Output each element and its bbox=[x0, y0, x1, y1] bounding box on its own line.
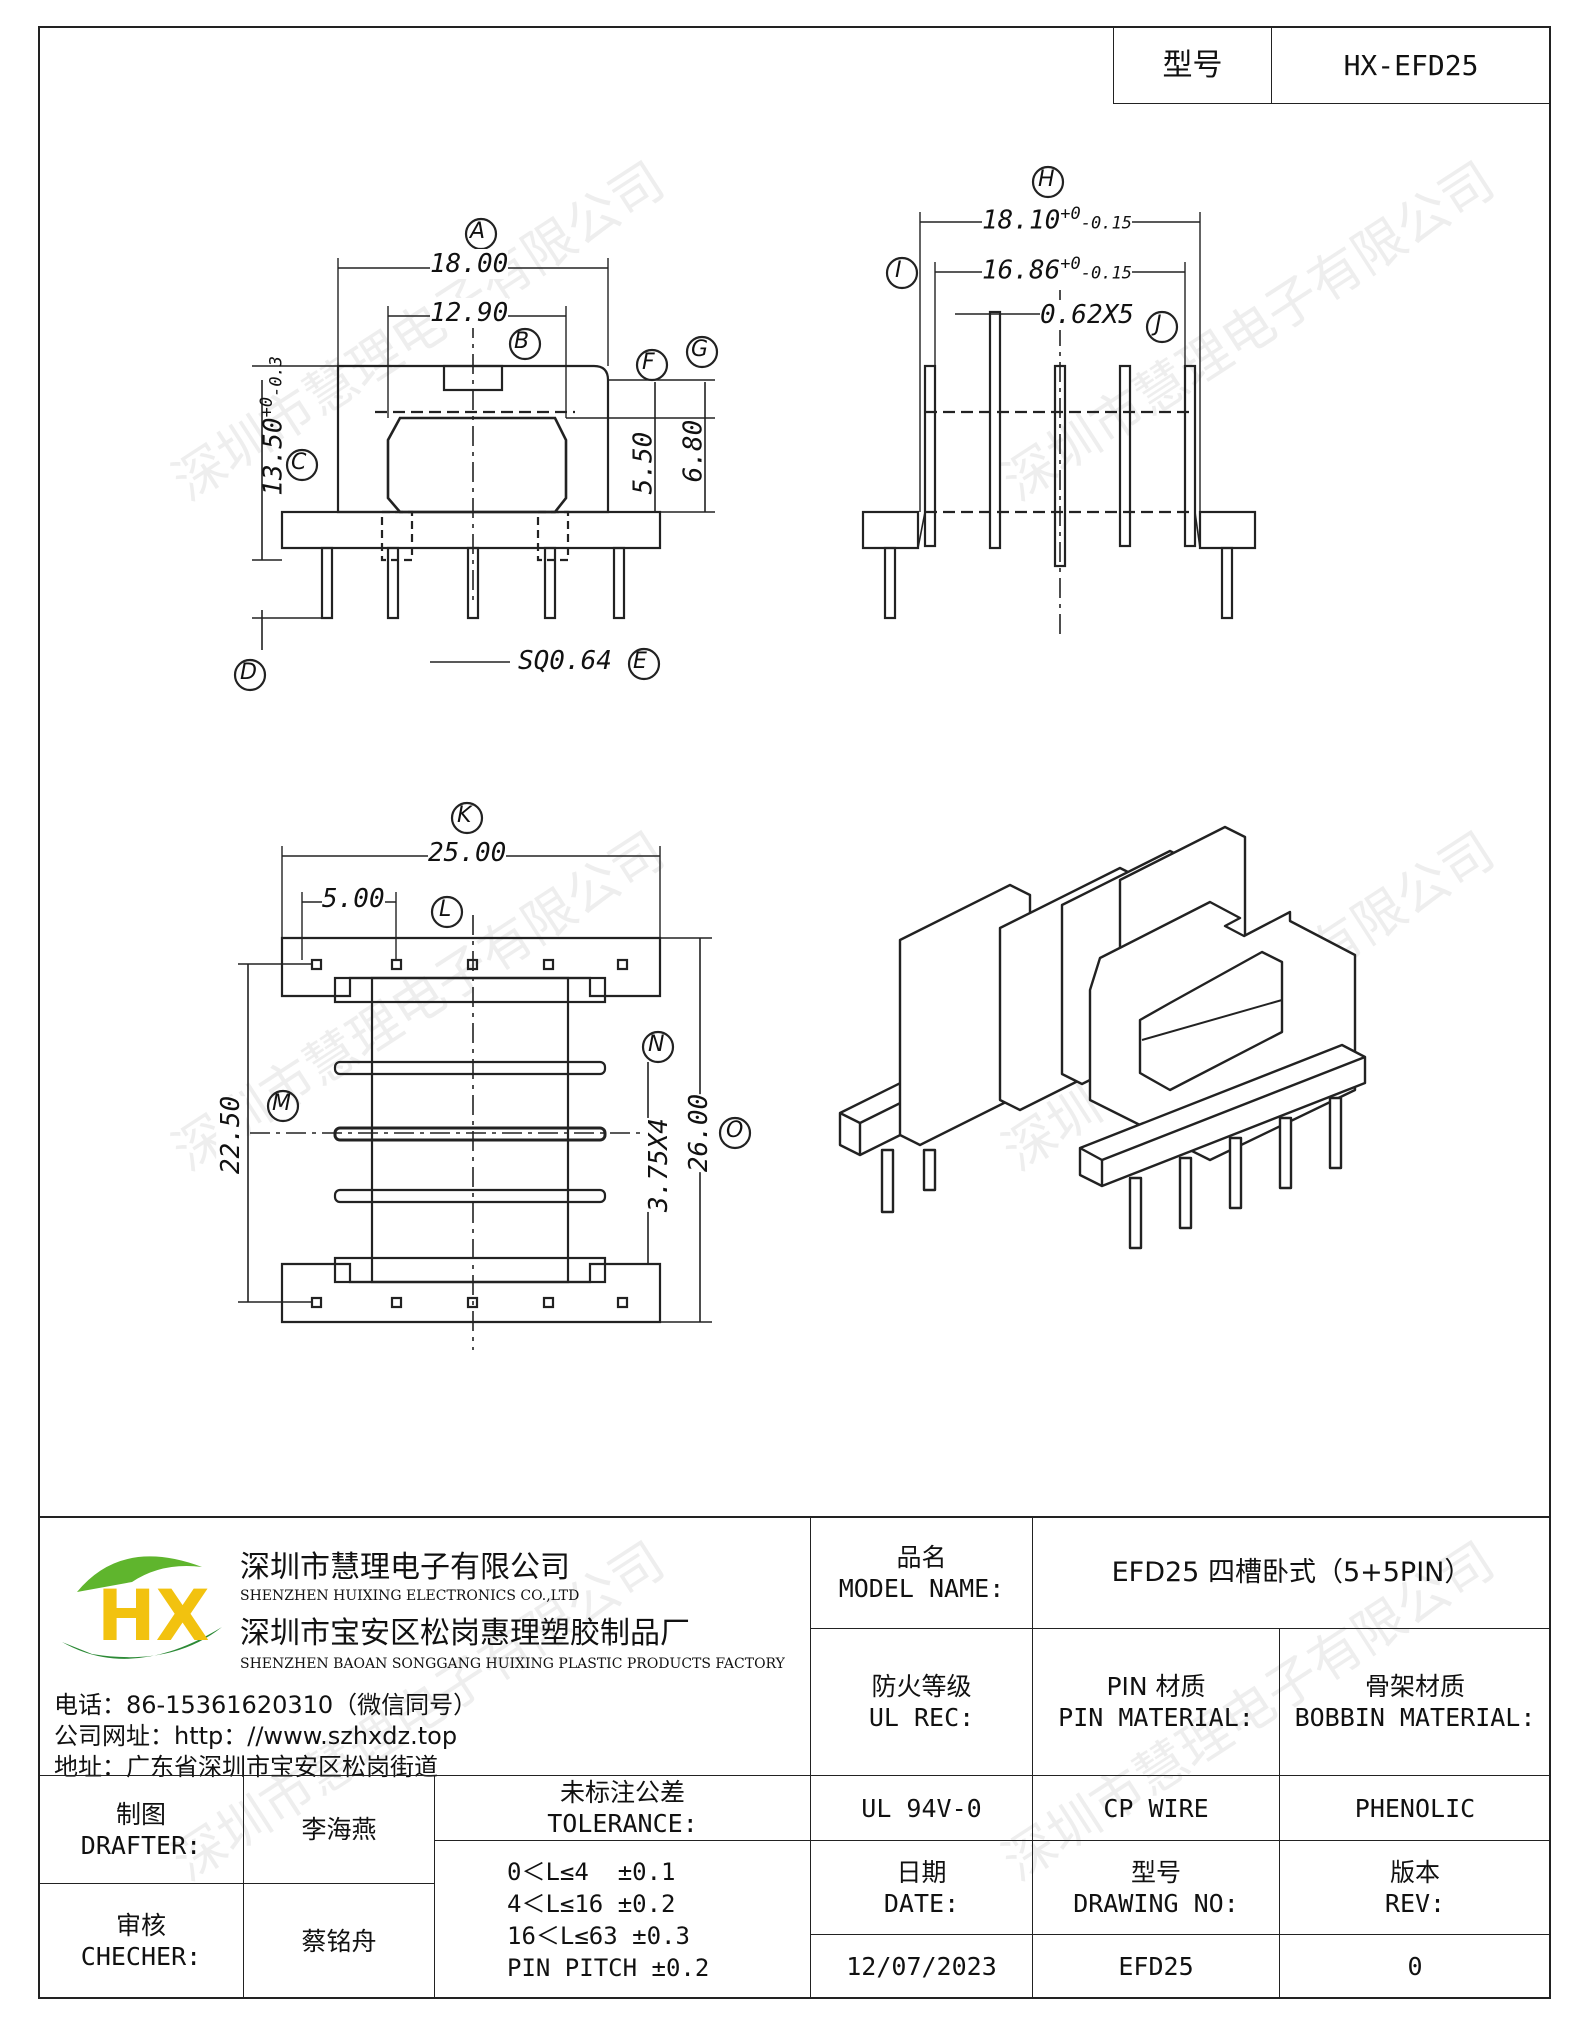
tolerance-label-cell: 未标注公差 TOLERANCE: bbox=[434, 1775, 811, 1841]
pin-label-cell: PIN 材质 PIN MATERIAL: bbox=[1032, 1628, 1280, 1776]
dim-k-value: 25.00 bbox=[428, 838, 507, 868]
bobbin-value: PHENOLIC bbox=[1354, 1793, 1476, 1823]
date-cn: 日期 bbox=[896, 1857, 947, 1887]
drafter-label-cell: 制图 DRAFTER: bbox=[38, 1775, 244, 1884]
model-value: HX-EFD25 bbox=[1343, 48, 1479, 82]
model-name-value: EFD25 四槽卧式（5+5PIN） bbox=[1111, 1557, 1472, 1588]
dim-b-value: 12.90 bbox=[430, 298, 509, 328]
dim-i-tol-minus: -0.15 bbox=[1080, 263, 1132, 284]
tolerance-line: PIN PITCH ±0.2 bbox=[507, 1953, 710, 1982]
dim-h-tol-plus: +0 bbox=[1060, 204, 1081, 224]
date-en: DATE: bbox=[883, 1888, 960, 1918]
rev-value: 0 bbox=[1407, 1952, 1423, 1981]
ul-value: UL 94V-0 bbox=[861, 1793, 982, 1823]
drafter-value-cell: 李海燕 bbox=[243, 1775, 435, 1884]
bobbin-label-cell: 骨架材质 BOBBIN MATERIAL: bbox=[1279, 1628, 1551, 1776]
bobbin-cn: 骨架材质 bbox=[1364, 1672, 1465, 1701]
title-block-top-rule bbox=[38, 1516, 1551, 1518]
drawing-no-label-cell: 型号 DRAWING NO: bbox=[1032, 1840, 1280, 1935]
checker-en: CHECHER: bbox=[80, 1942, 202, 1971]
drafter-en: DRAFTER: bbox=[80, 1830, 202, 1860]
tolerance-line: 0＜L≤4 ±0.1 bbox=[507, 1857, 676, 1886]
rev-label-cell: 版本 REV: bbox=[1279, 1840, 1551, 1935]
label-m: M bbox=[272, 1091, 291, 1116]
dim-i-number: 16.86 bbox=[982, 255, 1061, 286]
model-label: 型号 bbox=[1162, 47, 1223, 83]
label-h: H bbox=[1038, 167, 1055, 192]
label-b: B bbox=[514, 329, 530, 354]
drawing-no-en: DRAWING NO: bbox=[1073, 1888, 1239, 1918]
ul-label-cell: 防火等级 UL REC: bbox=[810, 1628, 1033, 1776]
ul-value-cell: UL 94V-0 bbox=[810, 1775, 1033, 1841]
date-value-cell: 12/07/2023 bbox=[810, 1934, 1033, 1999]
model-value-cell: HX-EFD25 bbox=[1271, 26, 1551, 104]
model-name-value-cell: EFD25 四槽卧式（5+5PIN） bbox=[1032, 1516, 1551, 1629]
dim-h-tol-minus: -0.15 bbox=[1080, 213, 1132, 234]
ul-cn: 防火等级 bbox=[871, 1672, 972, 1701]
date-label-cell: 日期 DATE: bbox=[810, 1840, 1033, 1935]
company-website: 公司网址：http：//www.szhxdz.top bbox=[54, 1722, 458, 1750]
tolerance-cn: 未标注公差 bbox=[559, 1778, 685, 1807]
model-name-cn: 品名 bbox=[896, 1542, 947, 1572]
drafter-cn: 制图 bbox=[115, 1799, 166, 1829]
ul-en: UL REC: bbox=[868, 1703, 975, 1732]
rev-cn: 版本 bbox=[1389, 1857, 1440, 1887]
pin-value: CP WIRE bbox=[1103, 1793, 1209, 1823]
label-d: D bbox=[240, 660, 257, 685]
label-g: G bbox=[691, 337, 709, 362]
model-name-en: MODEL NAME: bbox=[838, 1573, 1005, 1603]
checker-value-cell: 蔡铭舟 bbox=[243, 1883, 435, 1999]
rev-value-cell: 0 bbox=[1279, 1934, 1551, 1999]
label-e: E bbox=[633, 649, 647, 674]
drawing-no-value: EFD25 bbox=[1118, 1952, 1194, 1981]
pin-cn: PIN 材质 bbox=[1106, 1672, 1206, 1701]
model-name-label-cell: 品名 MODEL NAME: bbox=[810, 1516, 1033, 1629]
checker-label-cell: 审核 CHECHER: bbox=[38, 1883, 244, 1999]
factory-name-cn: 深圳市宝安区松岗惠理塑胶制品厂 bbox=[240, 1616, 690, 1651]
dim-j-value: 0.62X5 bbox=[1040, 300, 1134, 330]
drawing-no-value-cell: EFD25 bbox=[1032, 1934, 1280, 1999]
checker-cn: 审核 bbox=[115, 1911, 166, 1940]
bobbin-en: BOBBIN MATERIAL: bbox=[1294, 1703, 1536, 1732]
logo-letters: HX bbox=[97, 1575, 210, 1657]
label-k: K bbox=[457, 803, 472, 828]
checker-value: 蔡铭舟 bbox=[301, 1926, 377, 1956]
dim-i-tol-plus: +0 bbox=[1060, 254, 1081, 274]
bobbin-value-cell: PHENOLIC bbox=[1279, 1775, 1551, 1841]
tolerance-values-cell: 0＜L≤4 ±0.1 4＜L≤16 ±0.2 16＜L≤63 ±0.3 PIN … bbox=[434, 1840, 811, 1999]
dim-l-value: 5.00 bbox=[322, 884, 385, 914]
factory-name-en: SHENZHEN BAOAN SONGGANG HUIXING PLASTIC … bbox=[240, 1656, 785, 1672]
label-n: N bbox=[648, 1032, 665, 1057]
tolerance-en: TOLERANCE: bbox=[547, 1809, 698, 1838]
company-name-cn: 深圳市慧理电子有限公司 bbox=[240, 1550, 570, 1585]
tolerance-line: 4＜L≤16 ±0.2 bbox=[507, 1889, 676, 1918]
dim-h-value: 18.10+0-0.15 bbox=[982, 204, 1132, 236]
label-j: J bbox=[1155, 312, 1162, 337]
dim-a-value: 18.00 bbox=[430, 249, 509, 279]
date-value: 12/07/2023 bbox=[846, 1952, 997, 1981]
company-phone: 电话：86-15361620310（微信同号） bbox=[54, 1691, 478, 1719]
dim-i-value: 16.86+0-0.15 bbox=[982, 254, 1132, 286]
label-o: O bbox=[726, 1118, 744, 1143]
rev-en: REV: bbox=[1384, 1888, 1446, 1918]
label-i: I bbox=[895, 258, 902, 283]
company-info: HX 深圳市慧理电子有限公司 SHENZHEN HUIXING ELECTRON… bbox=[40, 1520, 810, 1781]
dim-h-number: 18.10 bbox=[982, 205, 1061, 236]
pin-value-cell: CP WIRE bbox=[1032, 1775, 1280, 1841]
company-address: 地址：广东省深圳市宝安区松岗街道 bbox=[54, 1753, 438, 1781]
model-label-cell: 型号 bbox=[1113, 26, 1272, 104]
company-logo: HX bbox=[62, 1556, 222, 1659]
pin-en: PIN MATERIAL: bbox=[1058, 1703, 1254, 1732]
drawing-no-cn: 型号 bbox=[1130, 1857, 1181, 1887]
label-f: F bbox=[642, 350, 655, 375]
dim-e-value: SQ0.64 bbox=[518, 646, 612, 676]
tolerance-line: 16＜L≤63 ±0.3 bbox=[507, 1921, 690, 1950]
company-name-en: SHENZHEN HUIXING ELECTRONICS CO.,LTD bbox=[240, 1588, 580, 1604]
label-a: A bbox=[470, 219, 486, 244]
label-l: L bbox=[439, 897, 452, 922]
label-c: C bbox=[291, 450, 307, 475]
drafter-value: 李海燕 bbox=[301, 1815, 377, 1844]
